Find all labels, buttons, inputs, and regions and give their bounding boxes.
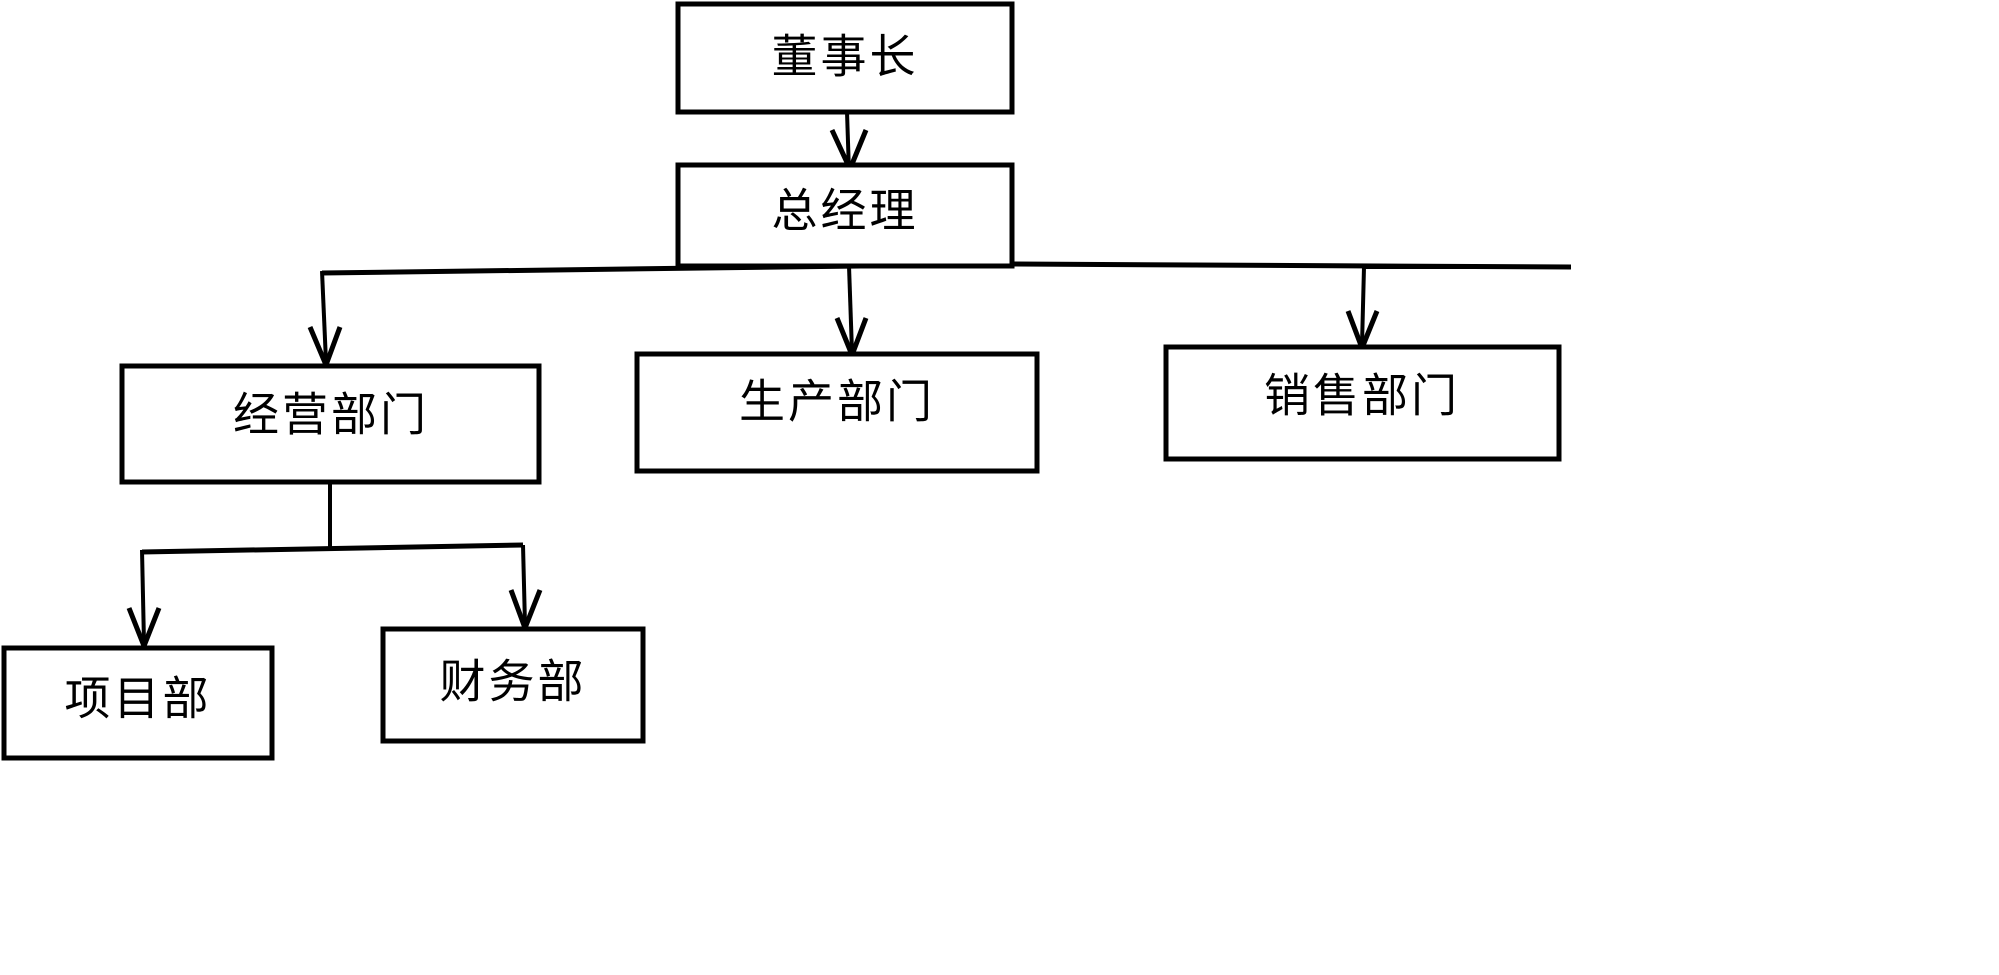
node-project-dept-box[interactable]: [1, 645, 275, 761]
node-project-dept[interactable]: 项目部: [1, 645, 275, 761]
node-finance-dept-box[interactable]: [380, 626, 646, 744]
node-finance-dept-label: 财务部: [440, 655, 587, 709]
node-operations-dept-label: 经营部门: [233, 388, 429, 442]
node-project-dept-label: 项目部: [65, 672, 212, 726]
node-general-manager-label: 总经理: [772, 184, 919, 238]
edge-operations-to-finance: [508, 544, 543, 636]
node-general-manager-box[interactable]: [675, 162, 1015, 269]
node-chairman-label: 董事长: [772, 30, 919, 84]
node-finance-dept[interactable]: 财务部: [380, 626, 646, 744]
node-production-dept-box[interactable]: [634, 351, 1040, 474]
edge-operations-bus: [141, 542, 524, 555]
edge-gm-to-sales: [1345, 265, 1571, 355]
node-sales-dept-label: 销售部门: [1264, 369, 1460, 423]
edge-gm-to-operations: [307, 270, 343, 372]
node-chairman-box[interactable]: [675, 1, 1015, 115]
node-production-dept-label: 生产部门: [739, 375, 935, 429]
node-sales-dept-box[interactable]: [1163, 344, 1562, 462]
node-production-dept[interactable]: 生产部门: [634, 351, 1040, 474]
node-operations-dept[interactable]: 经营部门: [119, 363, 542, 485]
node-chairman[interactable]: 董事长: [675, 1, 1015, 115]
node-general-manager[interactable]: 总经理: [675, 162, 1015, 269]
edge-operations-to-project: [126, 549, 162, 653]
edge-gm-to-production: [834, 265, 869, 362]
node-operations-dept-box[interactable]: [119, 363, 542, 485]
node-sales-dept[interactable]: 销售部门: [1163, 344, 1562, 462]
